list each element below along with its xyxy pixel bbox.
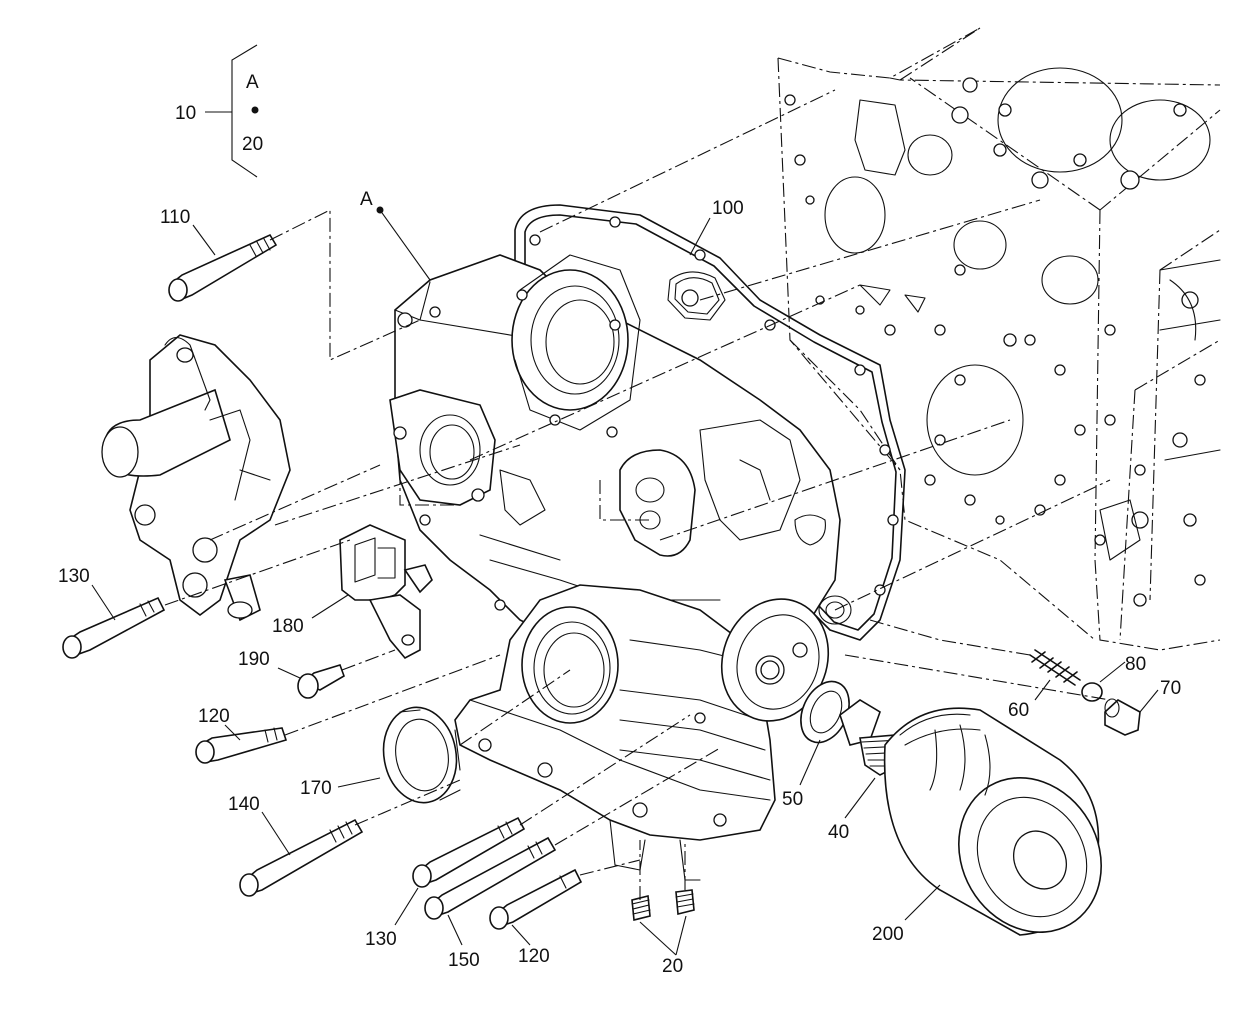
label-120-left: 120 <box>198 706 230 727</box>
gasket-100 <box>514 204 906 641</box>
oil-filter-200 <box>883 707 1102 936</box>
engine-block <box>777 27 1221 651</box>
label-bracket-top: A <box>246 72 259 93</box>
label-50: 50 <box>782 789 803 810</box>
label-170: 170 <box>300 778 332 799</box>
gear-case-cover <box>389 254 841 681</box>
label-bracket-bottom: 20 <box>242 134 263 155</box>
bolt-140 <box>239 818 364 897</box>
label-130-left: 130 <box>58 566 90 587</box>
label-130-bottom: 130 <box>365 929 397 950</box>
label-140: 140 <box>228 794 260 815</box>
filter-adapter-flange <box>720 598 830 722</box>
oil-pan-housing <box>454 584 776 881</box>
bolt-130-left <box>62 596 166 659</box>
label-40: 40 <box>828 822 849 843</box>
plugs-20 <box>631 889 695 922</box>
bolt-120-bottom <box>489 868 583 930</box>
part-labels: A 20 10 A 100 110 130 180 190 120 170 14… <box>58 72 1181 977</box>
bolt-110 <box>168 233 278 302</box>
bolt-120-left <box>195 727 288 764</box>
water-pump-housing <box>101 334 291 622</box>
label-120-bottom: 120 <box>518 946 550 967</box>
label-20: 20 <box>662 956 683 977</box>
label-100: 100 <box>712 198 744 219</box>
label-10: 10 <box>175 103 196 124</box>
label-110: 110 <box>160 207 190 228</box>
bolt-150 <box>424 836 557 920</box>
label-80: 80 <box>1125 654 1146 675</box>
sensor-180 <box>339 524 433 660</box>
label-190: 190 <box>238 649 270 670</box>
label-60: 60 <box>1008 700 1029 721</box>
assembly-bracket <box>205 44 259 178</box>
bolt-190 <box>297 664 345 699</box>
label-ref-a: A <box>360 189 373 210</box>
oil-seal-170 <box>382 706 461 804</box>
label-150: 150 <box>448 950 480 971</box>
bolt-130-bottom <box>412 816 526 888</box>
label-180: 180 <box>272 616 304 637</box>
label-70: 70 <box>1160 678 1181 699</box>
label-200: 200 <box>872 924 904 945</box>
leader-lines <box>91 206 1159 956</box>
alignment-lines <box>164 89 1111 900</box>
